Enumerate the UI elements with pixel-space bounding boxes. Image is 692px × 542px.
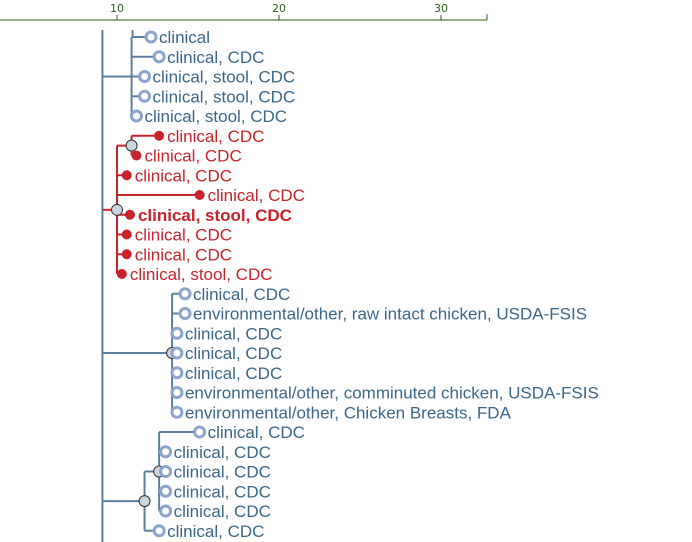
leaf-node[interactable] [170,346,184,360]
leaf-label[interactable]: clinical, CDC [174,502,271,521]
leaf-label[interactable]: clinical, CDC [193,285,290,304]
leaf-node[interactable] [152,50,166,64]
leaf-node[interactable] [159,484,173,498]
leaf-node[interactable] [129,109,143,123]
tree-nodes [111,30,207,538]
leaf-node[interactable] [138,70,152,83]
leaf-node[interactable] [144,30,158,44]
leaf-label[interactable]: clinical, CDC [135,226,232,245]
leaf-label[interactable]: clinical, CDC [185,324,282,343]
axis-tick-label: 30 [434,2,448,15]
leaf-node[interactable] [121,229,132,240]
leaf-node[interactable] [121,170,132,181]
distance-axis: 10 20 30 [0,2,488,21]
leaf-node[interactable] [178,307,192,320]
leaf-label[interactable]: clinical, CDC [174,463,271,482]
leaf-node[interactable] [170,405,184,419]
leaf-label[interactable]: clinical, stool, CDC [144,107,287,126]
leaf-node[interactable] [170,386,184,399]
leaf-label[interactable]: clinical, stool, CDC [138,206,292,225]
internal-node[interactable] [111,203,123,216]
internal-node[interactable] [138,495,151,508]
leaf-node[interactable] [159,504,173,518]
leaf-node[interactable] [159,465,173,478]
leaf-node[interactable] [170,326,184,340]
leaf-label[interactable]: clinical, CDC [185,364,282,383]
leaf-label[interactable]: clinical, CDC [135,166,232,185]
internal-node[interactable] [125,139,138,152]
leaf-label[interactable]: clinical, stool, CDC [153,68,296,87]
leaf-node[interactable] [116,269,127,279]
leaf-node[interactable] [159,445,173,459]
leaf-label[interactable]: clinical, stool, CDC [153,87,296,106]
leaf-node[interactable] [138,89,152,103]
leaf-label[interactable]: clinical, CDC [135,245,232,264]
leaf-label[interactable]: clinical, CDC [185,344,282,363]
leaf-label[interactable]: clinical, stool, CDC [130,265,273,284]
leaf-label[interactable]: clinical, CDC [144,147,241,166]
leaf-label[interactable]: clinical, CDC [167,48,264,67]
leaf-node[interactable] [194,190,205,200]
leaf-label[interactable]: clinical, CDC [174,482,271,501]
leaf-node[interactable] [193,425,207,439]
leaf-label[interactable]: clinical, CDC [167,127,264,146]
leaf-label[interactable]: clinical [159,28,210,47]
leaf-node[interactable] [178,287,192,301]
leaf-label[interactable]: clinical, CDC [208,186,305,205]
leaf-label[interactable]: environmental/other, comminuted chicken,… [185,384,599,403]
leaf-label[interactable]: environmental/other, Chicken Breasts, FD… [185,403,512,422]
leaf-label[interactable]: environmental/other, raw intact chicken,… [193,305,587,324]
leaf-node[interactable] [131,150,142,161]
leaf-node[interactable] [154,130,165,141]
leaf-node[interactable] [124,209,135,220]
axis-tick-label: 10 [110,2,124,15]
leaf-node[interactable] [152,524,166,538]
leaf-node[interactable] [170,366,184,380]
leaf-label[interactable]: clinical, CDC [174,443,271,462]
leaf-label[interactable]: clinical, CDC [208,423,305,442]
leaf-node[interactable] [121,249,132,260]
axis-tick-label: 20 [272,2,286,15]
leaf-label[interactable]: clinical, CDC [167,522,264,541]
